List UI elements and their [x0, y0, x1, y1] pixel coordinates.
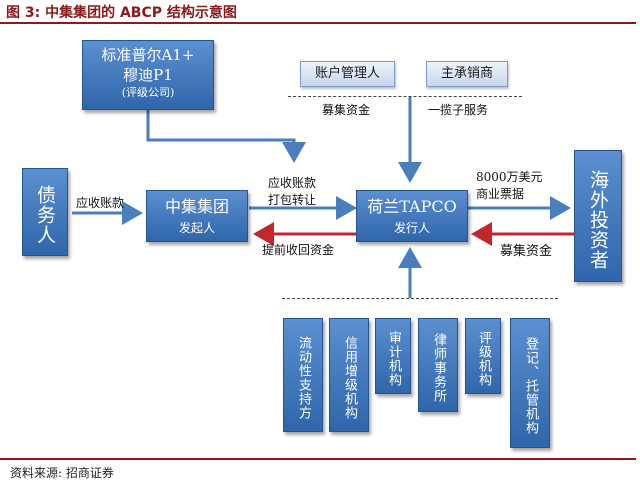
- provider-law-box: 律师事务所: [418, 318, 458, 412]
- provider-law-label: 律师事务所: [431, 332, 446, 403]
- account-manager-box: 账户管理人: [300, 61, 395, 87]
- provider-liquidity-box: 流动性支持方: [283, 318, 323, 432]
- debtor-box: 债务人: [22, 168, 68, 256]
- label-raise-funds-right: 募集资金: [500, 244, 553, 259]
- provider-rating-label: 评级机构: [476, 330, 491, 387]
- provider-custody-label: 登记、托管机构: [523, 336, 538, 435]
- label-raise-funds-top: 募集资金: [322, 103, 371, 117]
- provider-audit-box: 审计机构: [375, 318, 411, 394]
- label-paper: 商业票据: [476, 187, 525, 201]
- issuer-box: 荷兰TAPCO 发行人: [356, 190, 468, 242]
- rating-note: (评级公司): [121, 86, 175, 99]
- title-rule: [0, 22, 636, 24]
- provider-liquidity-label: 流动性支持方: [296, 335, 311, 420]
- label-pack-transfer-2: 打包转让: [268, 193, 317, 207]
- bottom-dashed-line: [282, 298, 558, 299]
- underwriter-label: 主承销商: [440, 66, 493, 81]
- issuer-name: 荷兰TAPCO: [367, 197, 457, 216]
- provider-audit-label: 审计机构: [386, 330, 401, 387]
- rating-agency-box: 标准普尔A1+ 穆迪P1 (评级公司): [82, 40, 214, 110]
- originator-name: 中集集团: [164, 197, 229, 216]
- rating-line-1: 标准普尔A1+: [101, 46, 195, 64]
- issuer-role: 发行人: [393, 221, 430, 235]
- account-manager-label: 账户管理人: [314, 66, 380, 81]
- provider-custody-box: 登记、托管机构: [510, 318, 550, 448]
- arrow-rating-down: [146, 110, 306, 163]
- footer-rule: [0, 458, 636, 460]
- label-one-stop: 一揽子服务: [428, 103, 489, 117]
- provider-rating-box: 评级机构: [465, 318, 501, 394]
- label-pack-transfer-1: 应收账款: [268, 176, 317, 190]
- provider-credit-label: 信用增级机构: [342, 335, 357, 420]
- originator-role: 发起人: [178, 221, 215, 235]
- figure-title: 图 3: 中集集团的 ABCP 结构示意图: [6, 5, 237, 21]
- originator-box: 中集集团 发起人: [146, 190, 248, 242]
- label-receivables: 应收账款: [76, 196, 125, 210]
- rating-line-2: 穆迪P1: [123, 66, 173, 84]
- underwriter-box: 主承销商: [426, 61, 508, 87]
- top-dashed-line: [288, 96, 522, 97]
- investors-box: 海外投资者: [574, 150, 622, 282]
- label-amount: 8000万美元: [476, 170, 543, 184]
- label-prepay-recover: 提前收回资金: [262, 243, 335, 257]
- debtor-label: 债务人: [34, 185, 56, 245]
- source-note: 资料来源: 招商证券: [10, 466, 114, 480]
- investors-label: 海外投资者: [587, 170, 609, 270]
- provider-credit-box: 信用增级机构: [329, 318, 369, 432]
